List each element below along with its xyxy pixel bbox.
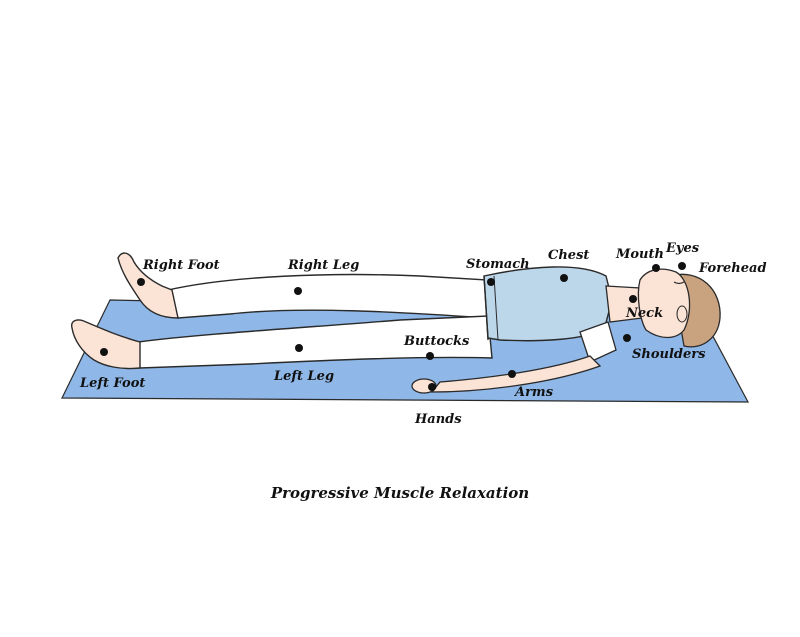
waistband bbox=[483, 275, 489, 341]
marker-left-foot bbox=[100, 348, 108, 356]
label-buttocks: Buttocks bbox=[404, 334, 470, 349]
label-neck: Neck bbox=[626, 306, 664, 321]
body-part-markers bbox=[100, 262, 686, 391]
marker-stomach bbox=[487, 278, 495, 286]
marker-left-leg bbox=[295, 344, 303, 352]
label-stomach: Stomach bbox=[466, 257, 530, 272]
marker-neck bbox=[629, 295, 637, 303]
right-foot bbox=[117, 252, 179, 319]
marker-right-leg bbox=[294, 287, 302, 295]
marker-eyes bbox=[678, 262, 686, 270]
sleeve bbox=[579, 321, 617, 363]
marker-right-foot bbox=[137, 278, 145, 286]
label-hands: Hands bbox=[415, 412, 462, 427]
head bbox=[637, 268, 691, 339]
label-mouth: Mouth bbox=[616, 247, 664, 262]
label-shoulders: Shoulders bbox=[632, 347, 706, 362]
closed-eye bbox=[673, 281, 685, 285]
label-left-foot: Left Foot bbox=[80, 376, 146, 391]
shirt bbox=[483, 266, 613, 342]
ear bbox=[676, 305, 688, 323]
marker-buttocks bbox=[426, 352, 434, 360]
label-right-leg: Right Leg bbox=[288, 258, 360, 273]
diagram-caption: Progressive Muscle Relaxation bbox=[270, 484, 530, 502]
label-forehead: Forehead bbox=[699, 261, 767, 276]
marker-mouth bbox=[652, 264, 660, 272]
marker-shoulders bbox=[623, 334, 631, 342]
marker-hands bbox=[428, 383, 436, 391]
marker-arms bbox=[508, 370, 516, 378]
label-right-foot: Right Foot bbox=[143, 258, 220, 273]
label-eyes: Eyes bbox=[666, 241, 700, 256]
label-chest: Chest bbox=[548, 248, 590, 263]
marker-chest bbox=[560, 274, 568, 282]
label-left-leg: Left Leg bbox=[274, 369, 335, 384]
waistband bbox=[493, 275, 499, 341]
left-foot bbox=[71, 319, 141, 370]
label-arms: Arms bbox=[515, 385, 554, 400]
